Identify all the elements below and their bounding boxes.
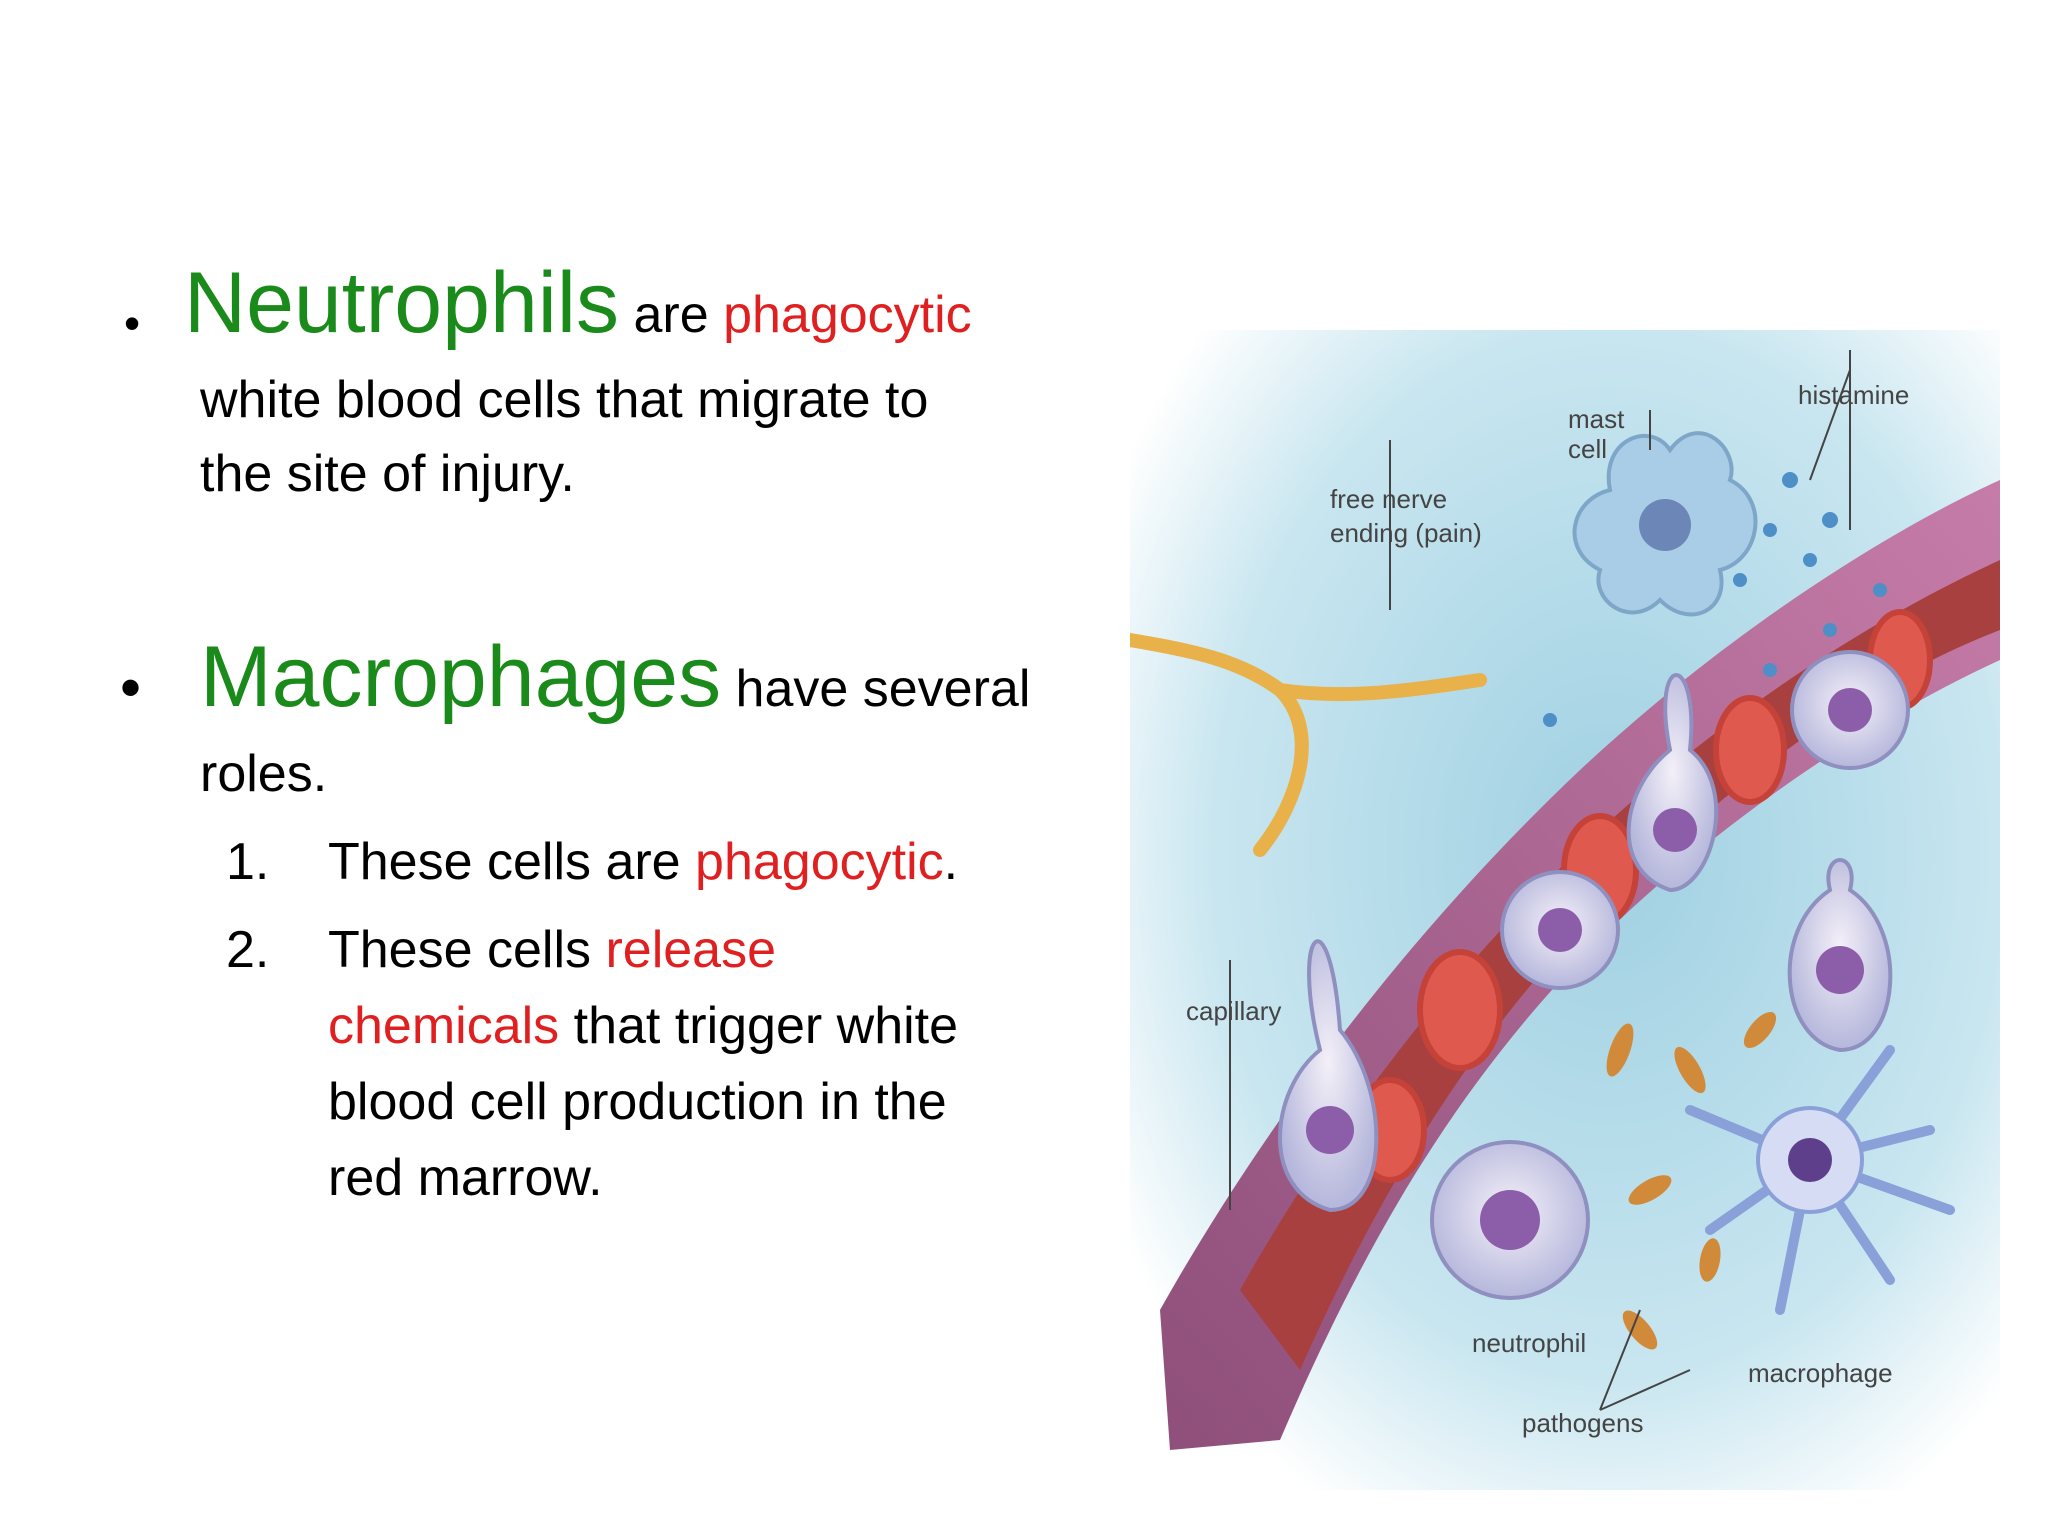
label-histamine: histamine [1798,380,1909,410]
sub-item-text: These cells are phagocytic. [328,836,958,888]
connector-text: are [633,286,709,344]
leader-lines [1229,350,1851,1411]
label-nerve-line-2: ending (pain) [1330,518,1482,548]
sub-item-rest: that trigger white [559,997,959,1055]
sub-item-suffix: . [943,833,959,891]
neutrophil-leaving-vessel [1787,858,1893,1053]
label-mast-line-2: cell [1568,434,1607,464]
bullet-line-3: the site of injury. [200,445,575,503]
sub-item-line-1: These cells release [328,924,776,976]
sub-item-number: 1. [226,833,270,891]
bullet-marker: • [124,297,141,349]
sub-item-line-3: blood cell production in the [328,1073,947,1131]
label-macrophage: macrophage [1748,1358,1893,1388]
histamine-granules [1543,472,1887,727]
illustration-svg: histamine mast cell free nerve ending (p… [1130,330,2000,1490]
term-macrophages: Macrophages [200,629,722,725]
bullet-marker: • [120,654,142,721]
bullet-line-1: Neutrophils are phagocytic [184,260,972,346]
highlight-phagocytic: phagocytic [695,833,944,891]
sub-item-prefix: These cells are [328,833,696,891]
sub-item-line-2: chemicals that trigger white [328,1000,958,1052]
highlight-phagocytic: phagocytic [723,286,972,344]
highlight-release: release [605,921,777,979]
label-pathogens: pathogens [1522,1408,1643,1438]
sub-item-prefix: These cells [328,921,606,979]
bullet-line-2: roles. [200,745,328,803]
inflammation-illustration: histamine mast cell free nerve ending (p… [1130,330,2000,1490]
label-capillary: capillary [1186,996,1281,1026]
term-neutrophils: Neutrophils [184,255,619,351]
label-neutrophil: neutrophil [1472,1328,1586,1358]
bullet-line-2: white blood cells that migrate to [200,371,929,429]
neutrophils-in-vessel [1278,650,1910,1213]
neutrophil-in-tissue [1430,1140,1590,1300]
sub-item-number: 2. [226,921,270,979]
pathogens [1606,1011,1777,1350]
bullet-line-1: Macrophages have several [200,634,1030,720]
label-nerve-line-1: free nerve [1330,484,1447,514]
mast-cell [1572,431,1758,617]
rest-text: have several [735,660,1031,718]
red-blood-cells [1353,609,1933,1183]
label-mast-line-1: mast [1568,404,1625,434]
free-nerve-ending [1130,633,1487,857]
macrophage-cell [1685,1045,1955,1315]
sub-item-line-4: red marrow. [328,1149,603,1207]
highlight-chemicals: chemicals [328,997,560,1055]
